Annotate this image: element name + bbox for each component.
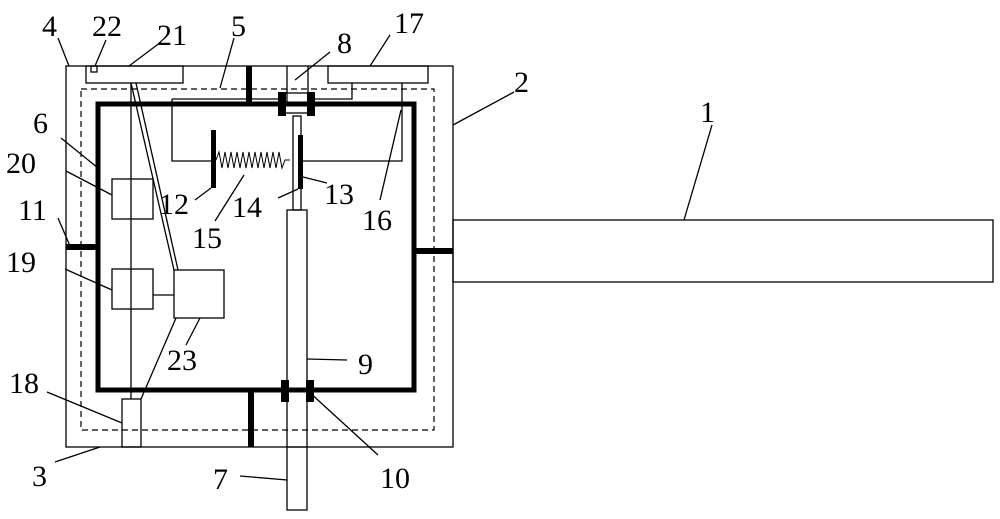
label-8: 8 <box>337 27 352 60</box>
spring-part-15 <box>215 150 290 170</box>
plate-part-12 <box>211 130 216 188</box>
leader-7 <box>239 475 288 481</box>
leader-11 <box>57 217 71 247</box>
leader-1 <box>683 124 713 221</box>
label-1: 1 <box>700 96 715 129</box>
leader-22 <box>94 39 107 67</box>
bottom-connector <box>248 390 254 447</box>
top-connector-part-5 <box>246 66 252 104</box>
label-5: 5 <box>231 10 246 43</box>
label-19: 19 <box>6 246 36 279</box>
label-4: 4 <box>42 10 57 43</box>
bracket-16 <box>171 99 213 162</box>
label-6: 6 <box>33 107 48 140</box>
handle-part-1 <box>452 219 994 283</box>
leader-18 <box>46 391 123 424</box>
leader-9 <box>306 358 348 361</box>
leader-21-23-a <box>130 82 175 271</box>
label-22: 22 <box>92 10 122 43</box>
rod-part-9 <box>286 209 308 391</box>
component-23 <box>173 269 225 319</box>
label-23: 23 <box>167 344 197 377</box>
rod-part-7 <box>286 389 308 511</box>
leader-15 <box>214 174 245 222</box>
leader-17 <box>369 34 391 67</box>
component-17 <box>327 65 429 84</box>
label-16: 16 <box>362 204 392 237</box>
right-connector <box>414 248 453 254</box>
label-9: 9 <box>358 348 373 381</box>
leader-4 <box>57 37 70 67</box>
leader-3 <box>54 446 101 463</box>
leader-20 <box>65 170 113 196</box>
component-22 <box>90 65 98 73</box>
outer-housing-part-2 <box>65 65 454 448</box>
leader-2 <box>452 91 515 126</box>
bearing-bottom-block-left <box>281 380 289 402</box>
label-20: 20 <box>6 147 36 180</box>
leader-21-23-b <box>135 82 179 271</box>
label-17: 17 <box>394 7 424 40</box>
leader-14 <box>277 188 299 199</box>
left-connector-part-11 <box>66 244 98 250</box>
wire-17-right <box>302 83 403 162</box>
component-19 <box>111 268 154 310</box>
label-15: 15 <box>192 222 222 255</box>
bearing-top-block-right <box>307 92 315 116</box>
label-3: 3 <box>32 460 47 493</box>
bearing-top-block-left <box>278 92 286 116</box>
leader-21 <box>128 41 162 67</box>
dashed-inner-boundary <box>80 88 435 431</box>
leader-19 <box>64 268 113 291</box>
label-14: 14 <box>232 191 262 224</box>
leader-8 <box>294 51 331 81</box>
plate-part-13 <box>298 135 303 189</box>
label-13: 13 <box>324 178 354 211</box>
leader-6 <box>60 137 99 169</box>
label-21: 21 <box>157 19 187 52</box>
label-2: 2 <box>514 66 529 99</box>
label-10: 10 <box>380 462 410 495</box>
bearing-bottom-block-right <box>306 380 314 402</box>
label-11: 11 <box>18 194 47 227</box>
leader-10 <box>307 390 379 456</box>
leader-18-23 <box>140 317 177 400</box>
leader-5 <box>219 37 235 89</box>
component-21 <box>85 65 184 84</box>
leader-23 <box>185 317 201 346</box>
wire-17-left <box>312 83 353 100</box>
component-18 <box>121 398 142 448</box>
leader-16 <box>379 109 402 201</box>
label-7: 7 <box>213 463 228 496</box>
leader-13 <box>302 176 328 184</box>
leader-12 <box>194 187 212 201</box>
label-18: 18 <box>9 367 39 400</box>
component-20 <box>111 178 154 220</box>
label-12: 12 <box>159 188 189 221</box>
